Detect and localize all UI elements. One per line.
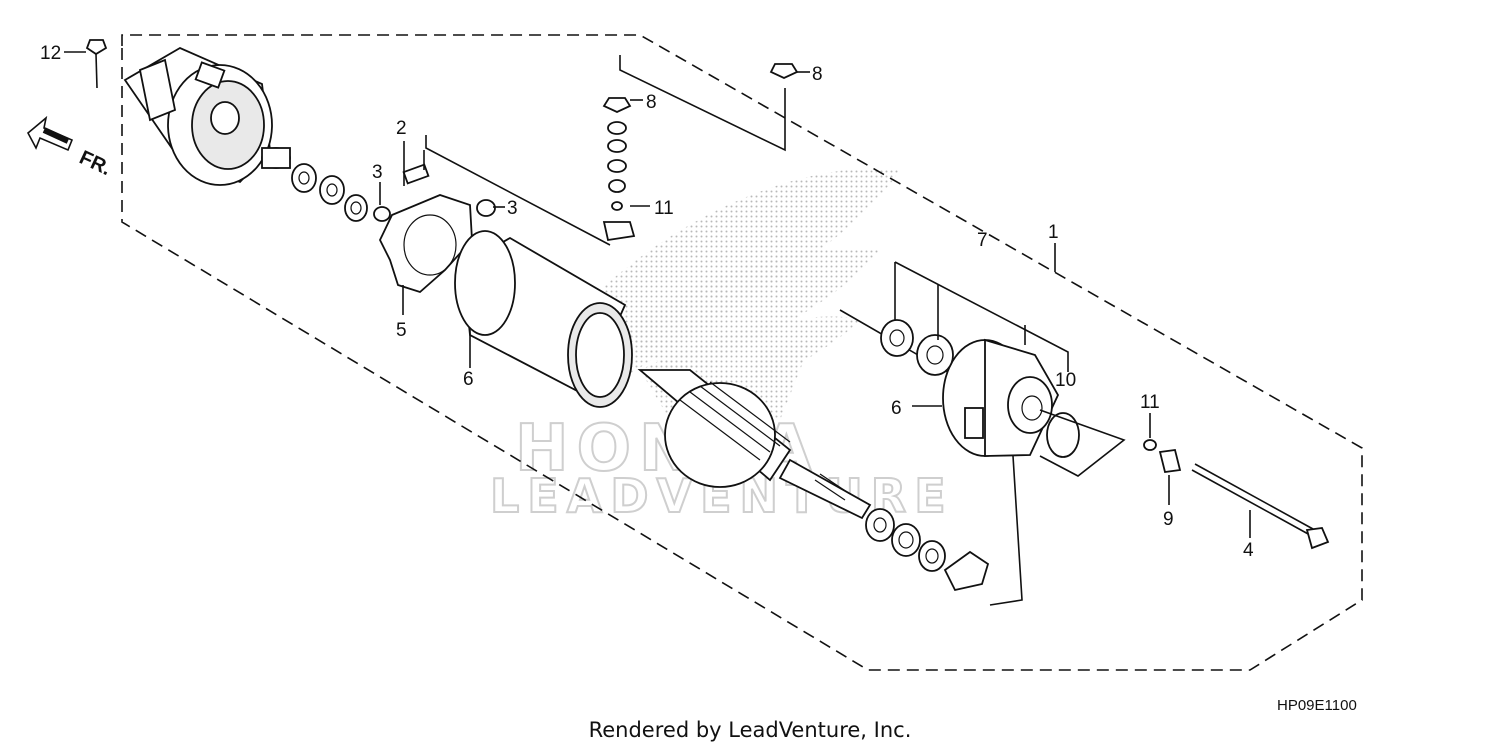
o-ring [1046, 412, 1080, 458]
washers-front [865, 508, 990, 592]
callout-11a: 11 [654, 198, 674, 219]
callout-11b: 11 [1140, 392, 1160, 413]
callout-5: 5 [396, 320, 407, 341]
render-credit: Rendered by LeadVenture, Inc. [588, 718, 912, 742]
leader-lines [379, 71, 1251, 538]
callout-1: 1 [1048, 222, 1059, 243]
nut-8-top [769, 63, 799, 79]
yoke [454, 230, 633, 408]
callout-4: 4 [1243, 540, 1254, 561]
callout-9: 9 [1163, 509, 1174, 530]
callout-6a: 6 [463, 369, 474, 390]
bush [261, 147, 291, 169]
callout-10: 10 [1055, 370, 1076, 391]
watermark-wing [600, 168, 900, 420]
nut-stack [602, 97, 636, 242]
callout-12: 12 [40, 43, 61, 64]
callout-8b: 8 [812, 64, 823, 85]
armature [637, 369, 872, 520]
diagram-code: HP09E1100 [1277, 697, 1357, 714]
cover-bracket [1039, 409, 1126, 477]
callout-7: 7 [977, 230, 988, 251]
bolt-4 [1191, 463, 1330, 550]
callout-8a: 8 [646, 92, 657, 113]
front-cover [942, 338, 1060, 457]
direction-arrow: FR. [26, 115, 114, 181]
bearings [880, 319, 954, 376]
callout-6b: 6 [891, 398, 902, 419]
callout-3a: 3 [372, 162, 383, 183]
brush-holder [378, 150, 496, 294]
insulator-9 [1158, 449, 1182, 473]
washers-rear [291, 163, 391, 222]
washer-11 [1143, 439, 1157, 451]
callout-2: 2 [396, 118, 407, 139]
direction-label: FR. [76, 147, 114, 181]
bolt-12 [85, 39, 108, 89]
assembly-outline [121, 34, 1363, 671]
rear-cover [123, 46, 273, 186]
callout-3b: 3 [507, 198, 518, 219]
